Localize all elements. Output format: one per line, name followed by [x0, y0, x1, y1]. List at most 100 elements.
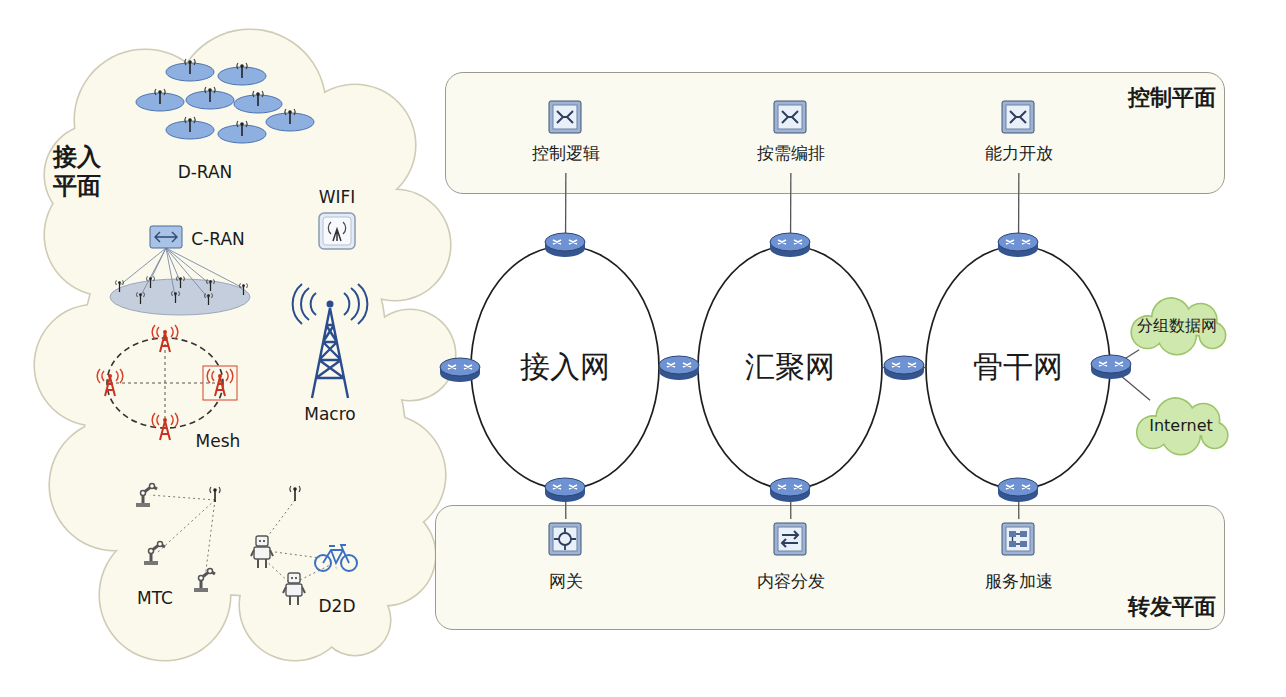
mtc-devices-part — [136, 484, 157, 508]
d-ran-cluster-part — [166, 63, 214, 81]
control-icons-part — [549, 101, 581, 133]
routers-part — [440, 358, 480, 382]
access-type-label: Mesh — [168, 431, 268, 451]
wifi-icon-part — [333, 229, 341, 241]
c-ran-cluster-part — [207, 279, 215, 291]
node-title: 控制逻辑 — [506, 143, 626, 163]
d2d-devices-part — [341, 555, 357, 571]
access-plane-cloud: 接入 平面 — [35, 35, 455, 660]
d-ran-cluster-part — [205, 87, 215, 102]
mtc-devices-part — [150, 495, 215, 578]
mesh-network-part — [152, 413, 178, 440]
external-network-cloud: Internet — [1125, 395, 1237, 457]
node-title: 内容分发 — [731, 571, 851, 591]
access-type-label: MTC — [105, 588, 205, 608]
node-title: 接入 平面 — [53, 143, 109, 201]
cloud-fill — [320, 585, 390, 655]
access-type-label: WIFI — [287, 187, 387, 207]
macro-tower-part — [312, 308, 348, 398]
node-title: 控制平面 — [1086, 85, 1216, 111]
control-icons-part — [1002, 101, 1034, 133]
mesh-network-part — [207, 369, 233, 396]
cloud-fill — [85, 185, 385, 485]
forwarding-function: 服务加速 — [959, 519, 1079, 599]
forwarding-plane-box: 转发平面 网关 内容分发 服务加速 — [435, 505, 1225, 630]
ring-ellipse — [926, 246, 1110, 489]
c-ran-cluster-part — [110, 279, 250, 315]
network-ring: 接入网 — [470, 245, 660, 490]
d-ran-cluster-part — [253, 91, 263, 106]
c-ran-cluster-part — [120, 248, 243, 298]
mesh-network-part — [97, 369, 123, 396]
connector-line — [790, 490, 791, 519]
connector-line — [565, 173, 567, 245]
control-function: 按需编排 — [731, 99, 851, 173]
c-ran-cluster-part — [116, 280, 124, 292]
node-title: 能力开放 — [959, 143, 1079, 163]
connector-line — [1018, 490, 1019, 519]
c-ran-cluster-part — [150, 226, 182, 248]
d2d-devices-part — [251, 536, 273, 568]
access-type-label: C-RAN — [168, 229, 268, 249]
ring-ellipse — [698, 246, 882, 489]
d-ran-cluster-part — [218, 67, 266, 85]
forwarding-icons — [549, 523, 1034, 555]
d2d-devices — [251, 486, 357, 605]
d2d-devices-part — [265, 500, 330, 585]
connector-line — [790, 173, 792, 245]
node-title: 骨干网 — [925, 349, 1111, 385]
mesh-network-part — [107, 338, 223, 428]
mesh-network-part — [110, 338, 220, 428]
d-ran-cluster-part — [234, 95, 282, 113]
d-ran-cluster-part — [218, 125, 266, 143]
forwarding-function: 网关 — [506, 519, 626, 599]
forwarding-icons-part — [549, 523, 581, 555]
control-function: 控制逻辑 — [506, 99, 626, 173]
routers-part — [1091, 355, 1131, 379]
d-ran-cluster-part — [237, 121, 247, 136]
node-title: Internet — [1125, 416, 1237, 435]
routers-part — [659, 356, 699, 380]
d2d-devices-part — [290, 486, 300, 501]
node-title: 分组数据网 — [1118, 316, 1236, 335]
external-network-cloud: 分组数据网 — [1118, 295, 1236, 357]
routers-part — [770, 233, 810, 257]
node-title: 按需编排 — [731, 143, 851, 163]
node-title: 转发平面 — [1081, 594, 1216, 620]
c-ran-cluster-part — [155, 232, 177, 242]
d-ran-cluster-part — [155, 89, 165, 104]
d-ran-cluster — [136, 59, 314, 143]
d-ran-cluster-part — [185, 117, 195, 132]
wifi-icon — [319, 213, 355, 249]
wifi-icon-part — [319, 213, 355, 249]
control-icons-part — [774, 101, 806, 133]
mtc-devices — [136, 484, 220, 593]
d2d-devices-part — [315, 555, 331, 571]
d-ran-cluster-part — [166, 121, 214, 139]
node-title: 服务加速 — [959, 571, 1079, 591]
d-ran-cluster-part — [185, 59, 195, 74]
forwarding-function: 内容分发 — [731, 519, 851, 599]
wifi-icon-part — [323, 217, 351, 245]
d-ran-cluster-part — [186, 91, 234, 109]
routers — [440, 233, 1131, 502]
connector-line — [660, 367, 697, 368]
node-title: 接入网 — [470, 349, 660, 385]
d-ran-cluster-part — [237, 63, 247, 78]
macro-tower-part — [293, 284, 368, 324]
c-ran-cluster-part — [172, 291, 180, 303]
node-title: 网关 — [506, 571, 626, 591]
d2d-devices-part — [283, 573, 305, 605]
connector-line — [1111, 350, 1139, 368]
mesh-network-part — [152, 325, 178, 352]
node-title: 汇聚网 — [697, 349, 883, 385]
mtc-devices-part — [144, 542, 165, 566]
control-function: 能力开放 — [959, 99, 1079, 173]
mtc-devices-part — [194, 569, 215, 593]
connector-line — [1018, 173, 1020, 245]
macro-tower — [293, 284, 368, 398]
